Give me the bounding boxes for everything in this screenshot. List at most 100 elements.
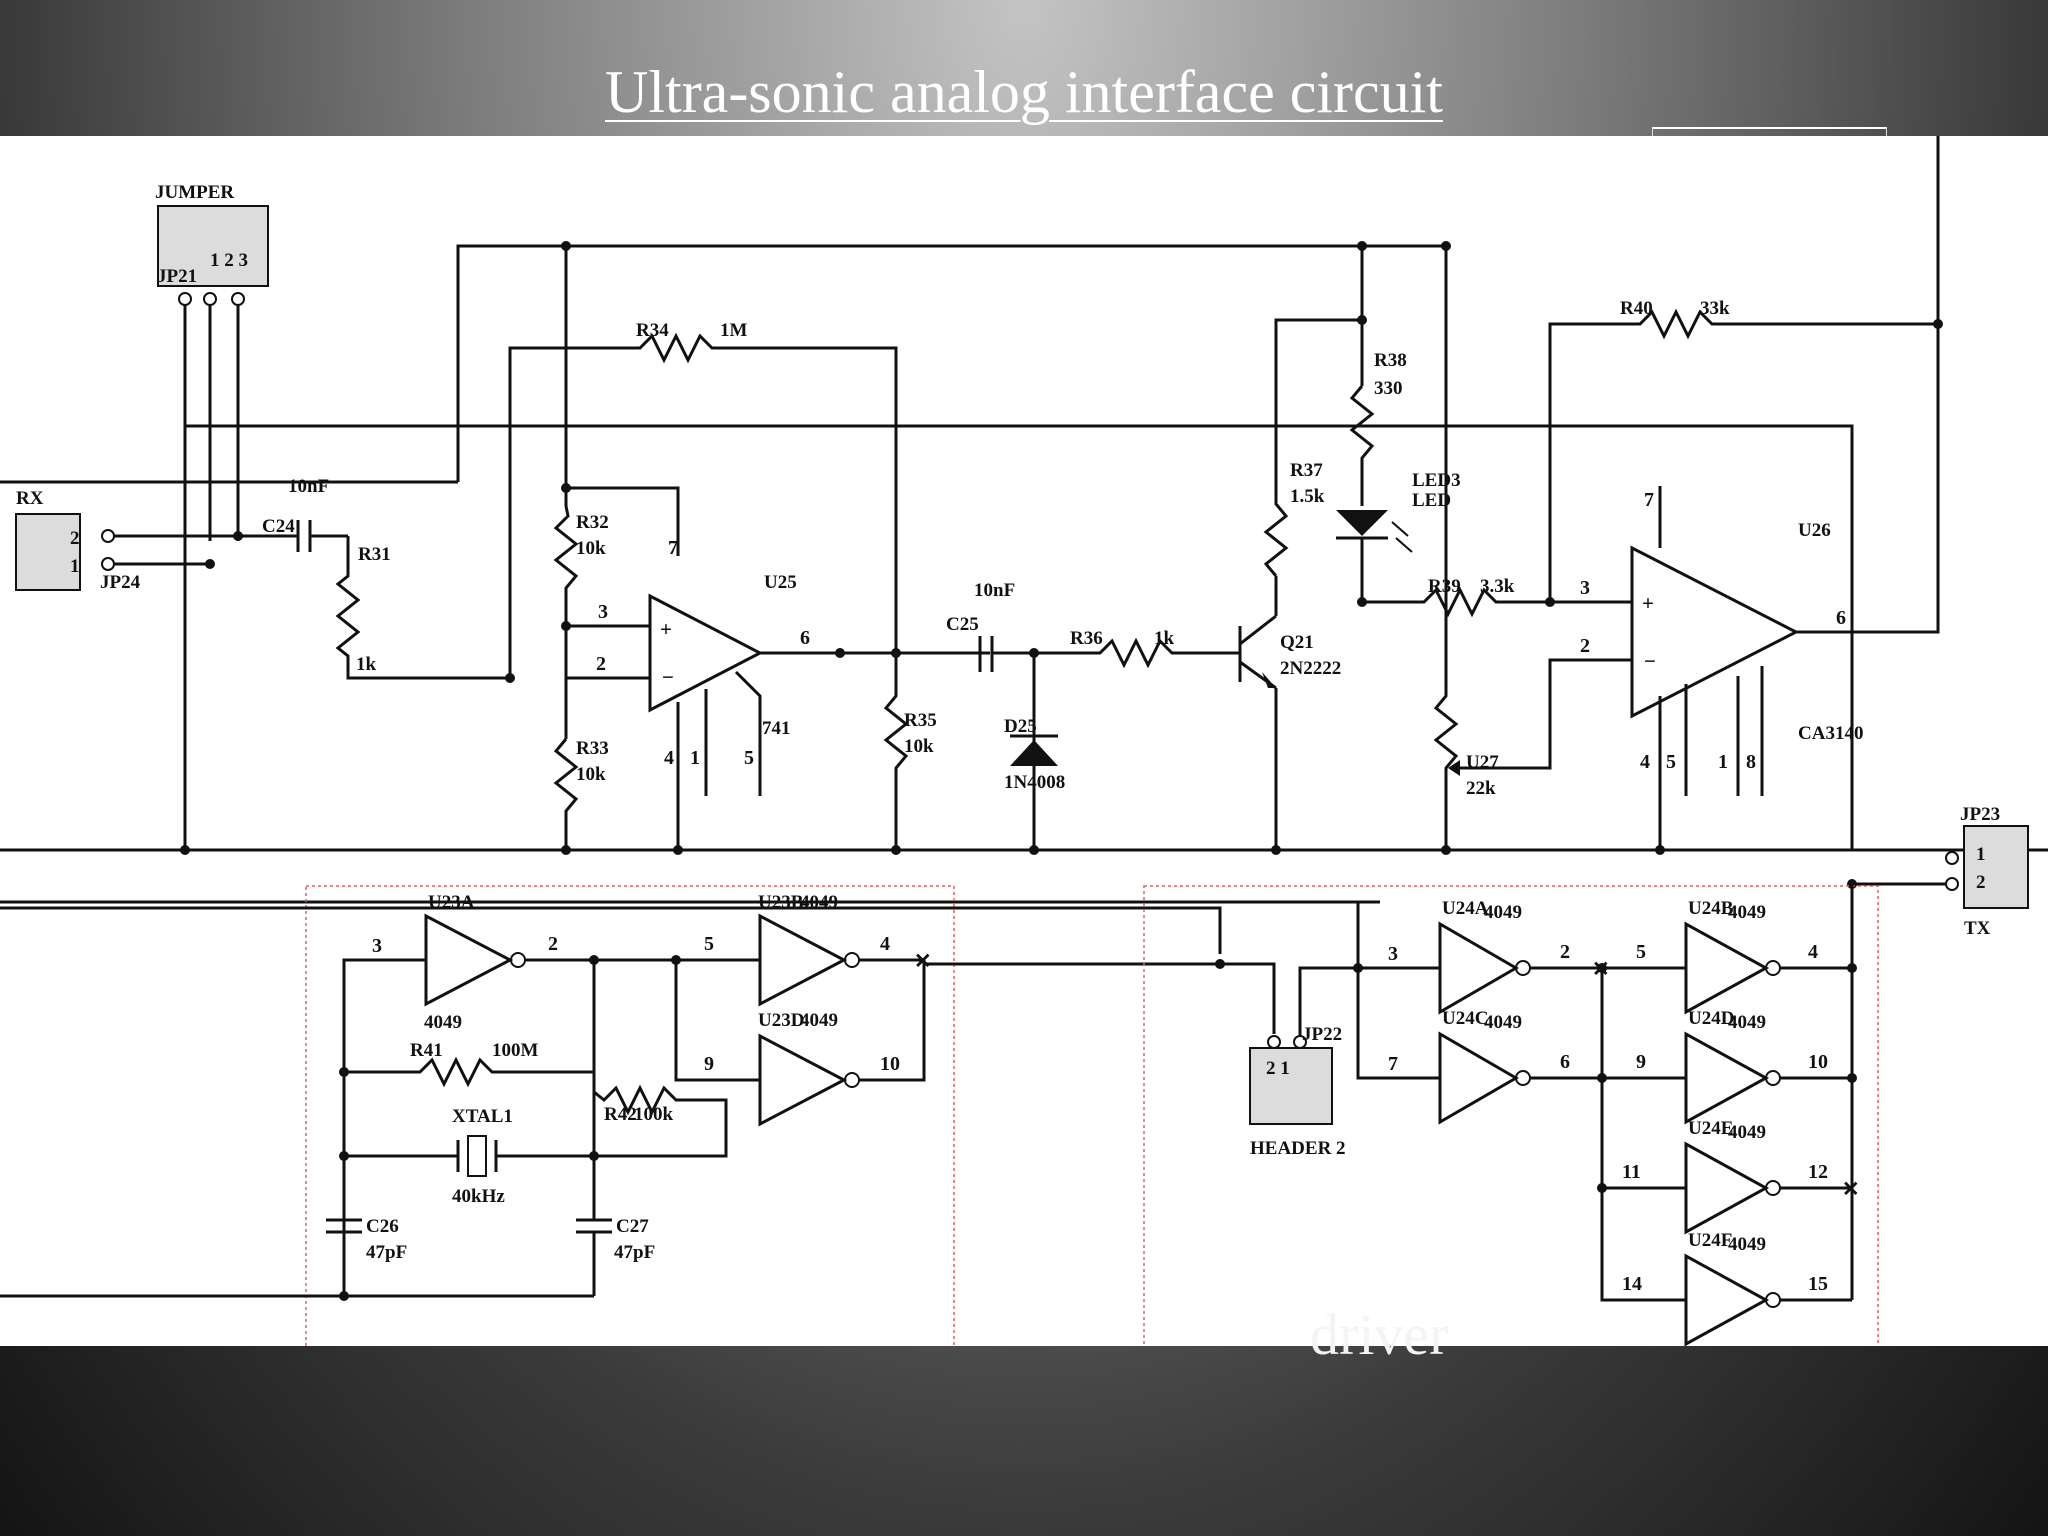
u24f-pin-in: 14	[1622, 1273, 1642, 1295]
u24a-type: 4049	[1484, 902, 1522, 923]
r37-label: R37	[1290, 460, 1323, 481]
slide-title: Ultra-sonic analog interface circuit	[605, 59, 1443, 125]
driver-dashed-box	[1143, 885, 1879, 1346]
jp22-pins: 2 1	[1266, 1058, 1290, 1079]
u27-value: 22k	[1466, 778, 1496, 799]
u26-type: CA3140	[1798, 723, 1863, 744]
rx-pin1: 1	[70, 556, 80, 577]
r38-label: R38	[1374, 350, 1407, 371]
r39-value: 3.3k	[1480, 576, 1515, 597]
u26-pin5: 5	[1666, 751, 1676, 773]
u23a-label: U23A	[428, 892, 475, 913]
u24e-label: U24E	[1688, 1118, 1733, 1139]
u26-pin7: 7	[1644, 489, 1654, 511]
u25-pin2: 2	[596, 653, 606, 675]
u23d-type: 4049	[800, 1010, 838, 1031]
u25-pin1: 1	[690, 747, 700, 769]
r39-label: R39	[1428, 576, 1461, 597]
u24c-pin-in: 7	[1388, 1053, 1398, 1075]
r38-value: 330	[1374, 378, 1403, 399]
circuit-schematic: JUMPER JP21 1 2 3 RX 2 1 JP24 10nF C24 R…	[0, 136, 2048, 1346]
r34-label: R34	[636, 320, 669, 341]
u24e-pin-out: 12	[1808, 1161, 1828, 1183]
tx-label: TX	[1964, 918, 1991, 939]
led-type: LED	[1412, 490, 1451, 511]
c25-value: 10nF	[974, 580, 1015, 601]
u24b-label: U24B	[1688, 898, 1734, 919]
rx-connector: RX 2 1 JP24	[15, 488, 290, 593]
comparator-stage: R39 3.3k R40 33k +− 3 2 6 7 4 5 1 8 U26 …	[1362, 136, 1943, 855]
u24d-pin-out: 10	[1808, 1051, 1828, 1073]
u25-pin4: 4	[664, 747, 674, 769]
svg-text:+: +	[1642, 591, 1654, 615]
jumper-jp21: JUMPER JP21 1 2 3	[155, 182, 1854, 855]
r33-value: 10k	[576, 764, 606, 785]
jp21-pins: 1 2 3	[210, 250, 248, 271]
u23a-pin-in: 3	[372, 935, 382, 957]
led-indicator: R37 1.5k R38 330 LED3 LED	[1263, 241, 1461, 616]
title-placeholder-frame	[1652, 127, 1887, 139]
u23b-type: 4049	[800, 892, 838, 913]
oscillator-dashed-box	[305, 885, 955, 1346]
u23a-pin-out: 2	[548, 933, 558, 955]
c24-value: 10nF	[288, 476, 329, 497]
input-amplifier: 10nF C24 R31 1k R34 1M R32 10k R33 10k +…	[0, 241, 1447, 855]
xtal1-value: 40kHz	[452, 1186, 505, 1207]
u23b-pin-out: 4	[880, 933, 890, 955]
r34-value: 1M	[720, 320, 748, 341]
r31-label: R31	[358, 544, 391, 565]
u23b-label: U23B	[758, 892, 804, 913]
tx-connector: JP23 1 2 TX	[1847, 804, 2029, 939]
r41-label: R41	[410, 1040, 443, 1061]
c27-label: C27	[616, 1216, 649, 1237]
r36-value: 1k	[1154, 628, 1175, 649]
r36-label: R36	[1070, 628, 1103, 649]
u25-pin3: 3	[598, 601, 608, 623]
u24a-pin-in: 3	[1388, 943, 1398, 965]
svg-text:−: −	[1644, 649, 1656, 673]
r42-label: R42	[604, 1104, 637, 1125]
u24d-pin-in: 9	[1636, 1051, 1646, 1073]
c24-label: C24	[262, 516, 295, 537]
c27-value: 47pF	[614, 1242, 655, 1263]
u24d-label: U24D	[1688, 1008, 1734, 1029]
r35-label: R35	[904, 710, 937, 731]
u23d-pin-in: 9	[704, 1053, 714, 1075]
detector-stage: 10nF C25 D25 1N4008 R36 1k Q21 2N2222	[896, 580, 1341, 855]
u26-pin1: 1	[1718, 751, 1728, 773]
u25-type: 741	[762, 718, 791, 739]
xtal1-label: XTAL1	[452, 1106, 513, 1127]
u24d-type: 4049	[1728, 1012, 1766, 1033]
r41-value: 100M	[492, 1040, 539, 1061]
supply-rails	[0, 848, 2048, 904]
u24f-type: 4049	[1728, 1234, 1766, 1255]
u27-label: U27	[1466, 752, 1499, 773]
r33-label: R33	[576, 738, 609, 759]
u23d-pin-out: 10	[880, 1053, 900, 1075]
rx-label: RX	[16, 488, 44, 509]
u24c-pin-out: 6	[1560, 1051, 1570, 1073]
driver-section: U24A 4049 3 2 ✕ U24C 4049 7 6 U24B 4049 …	[1143, 884, 1879, 1346]
u24c-label: U24C	[1442, 1008, 1488, 1029]
q21-label: Q21	[1280, 632, 1314, 653]
driver-caption: driver	[1310, 1302, 1449, 1367]
c26-value: 47pF	[366, 1242, 407, 1263]
r40-label: R40	[1620, 298, 1653, 319]
u25-pin6: 6	[800, 627, 810, 649]
d25-label: D25	[1004, 716, 1037, 737]
u26-pin6: 6	[1836, 607, 1846, 629]
oscillator-section: U23A 4049 3 2 U23B 4049 5 4 U23D 4049 9 …	[0, 885, 1276, 1346]
r32-value: 10k	[576, 538, 606, 559]
led3-label: LED3	[1412, 470, 1461, 491]
svg-text:✕: ✕	[914, 949, 932, 973]
r31-value: 1k	[356, 654, 377, 675]
u25-pin7: 7	[668, 537, 678, 559]
jumper-label: JUMPER	[155, 182, 234, 203]
svg-text:+: +	[660, 617, 672, 641]
jp24-label: JP24	[100, 572, 141, 593]
r35-value: 10k	[904, 736, 934, 757]
header2-label: HEADER 2	[1250, 1138, 1346, 1159]
r32-label: R32	[576, 512, 609, 533]
c26-label: C26	[366, 1216, 399, 1237]
d25-type: 1N4008	[1004, 772, 1065, 793]
